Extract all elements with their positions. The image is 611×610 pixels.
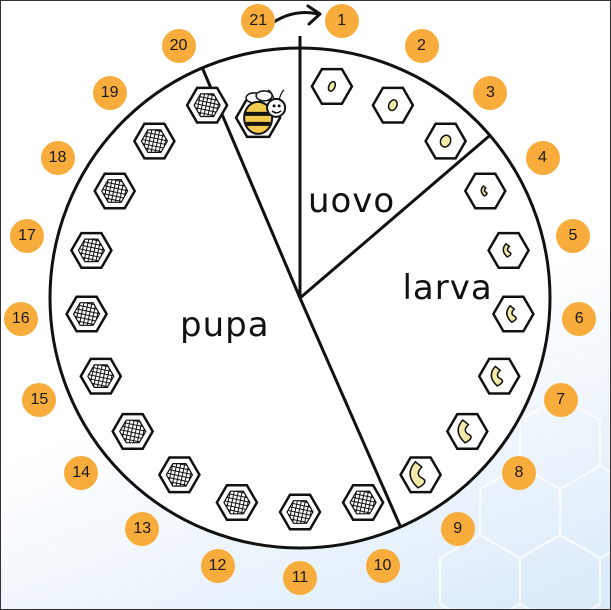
- stage-label-egg: uovo: [308, 181, 395, 221]
- larva-cell-day-9: [401, 458, 441, 493]
- larva-cell-day-8: [447, 414, 487, 449]
- larva-cell-day-6: [493, 297, 533, 332]
- hexagon-cell-icon: [95, 174, 135, 209]
- day-badge-6: 6: [562, 302, 596, 336]
- stage-label-larva: larva: [402, 268, 492, 308]
- arrow-head-icon: [308, 6, 320, 24]
- stage-label-pupa: pupa: [180, 305, 270, 345]
- day-badge-3: 3: [473, 76, 507, 110]
- hexagon-cell-icon: [479, 359, 519, 394]
- day-badge-18: 18: [41, 141, 75, 175]
- hexagon-cell-icon: [493, 297, 533, 332]
- day-badge-2: 2: [405, 29, 439, 63]
- day-badge-4: 4: [526, 141, 560, 175]
- larva-cell-day-5: [489, 233, 529, 268]
- egg-cell-day-1: [312, 69, 352, 104]
- hexagon-cell-icon: [280, 495, 320, 530]
- day-badge-9: 9: [441, 512, 475, 546]
- hexagon-cell-icon: [187, 88, 227, 123]
- day-badge-7: 7: [544, 383, 578, 417]
- larva-cell-day-7: [479, 359, 519, 394]
- hexagon-cell-icon: [67, 297, 107, 332]
- day-badge-5: 5: [556, 219, 590, 253]
- day-badge-16: 16: [4, 302, 38, 336]
- day-badge-11: 11: [283, 561, 317, 595]
- day-badge-19: 19: [93, 76, 127, 110]
- hexagon-cell-icon: [159, 458, 199, 493]
- day-badge-14: 14: [64, 456, 98, 490]
- hexagon-cell-icon: [447, 414, 487, 449]
- day-badge-10: 10: [366, 549, 400, 583]
- day-badge-17: 17: [10, 219, 44, 253]
- larva-cell-day-4: [465, 174, 505, 209]
- hexagon-cell-icon: [113, 414, 153, 449]
- hexagon-cell-icon: [343, 485, 383, 520]
- day-badge-12: 12: [201, 549, 235, 583]
- hexagon-cell-icon: [217, 485, 257, 520]
- hexagon-cell-icon: [489, 233, 529, 268]
- egg-cell-day-3: [426, 124, 466, 159]
- hexagon-cell-icon: [134, 124, 174, 159]
- day-badge-20: 20: [162, 29, 196, 63]
- hexagon-cell-icon: [81, 359, 121, 394]
- hexagon-cell-icon: [71, 233, 111, 268]
- egg-cell-day-2: [373, 88, 413, 123]
- day-badge-1: 1: [325, 4, 359, 38]
- day-badge-8: 8: [502, 456, 536, 490]
